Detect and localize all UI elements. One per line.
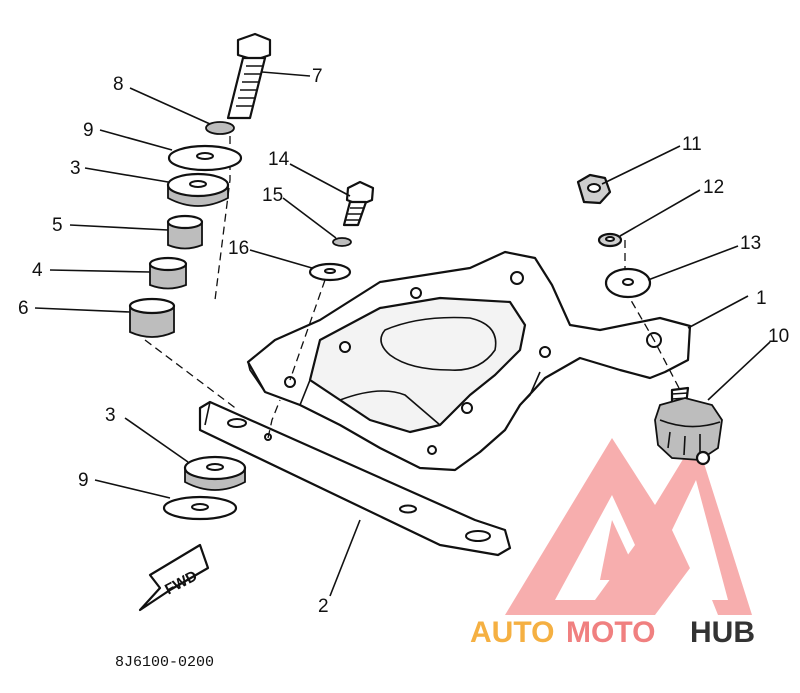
callout-15: 15 [262,185,283,206]
callout-14: 14 [268,149,290,170]
watermark-auto: AUTO [470,616,554,649]
callout-leaders [34,71,771,597]
part-3-damper-upper [166,172,230,207]
part-1-mounting-plate [246,250,692,472]
part-16-washer [308,262,352,282]
callout-12: 12 [703,177,724,198]
part-3-damper-lower [183,455,247,491]
part-13-washer [604,267,652,299]
part-14-bolt [342,180,375,227]
part-15-lock-washer [332,237,352,247]
callout-8: 8 [113,74,124,95]
watermark-hub: HUB [690,616,755,649]
fwd-arrow: FWD [138,543,210,612]
callout-9: 9 [83,120,94,141]
callout-2: 2 [318,596,329,617]
part-2-bracket-bar [198,400,512,557]
part-6-spacer [128,297,176,338]
callout-labels: 1 2 3 4 5 6 7 8 9 10 11 12 13 14 15 16 3… [18,66,789,617]
part-5-collar [166,214,204,250]
callout-3-lower: 3 [105,405,116,426]
part-10-rubber-mount [654,386,723,466]
part-12-lock-washer [597,232,623,248]
callout-16: 16 [228,238,249,259]
part-9-washer-lower [162,495,238,521]
drawing-code: 8J6100-0200 [115,654,214,671]
part-9-washer-upper [167,144,243,172]
callout-11: 11 [682,134,702,155]
callout-7: 7 [312,66,323,87]
callout-6: 6 [18,298,29,319]
part-7-bolt [226,32,272,120]
automotohub-logo [505,438,752,615]
watermark-moto: MOTO [566,616,655,649]
callout-13: 13 [740,233,761,254]
callout-5: 5 [52,215,63,236]
callout-3: 3 [70,158,81,179]
callout-9-lower: 9 [78,470,89,491]
assembly-lines [144,110,681,439]
part-8-lock-washer [205,121,235,135]
callout-4: 4 [32,260,43,281]
callout-10: 10 [768,326,789,347]
part-11-nut [576,173,612,205]
part-4-collar [148,256,188,290]
callout-1: 1 [756,288,767,309]
